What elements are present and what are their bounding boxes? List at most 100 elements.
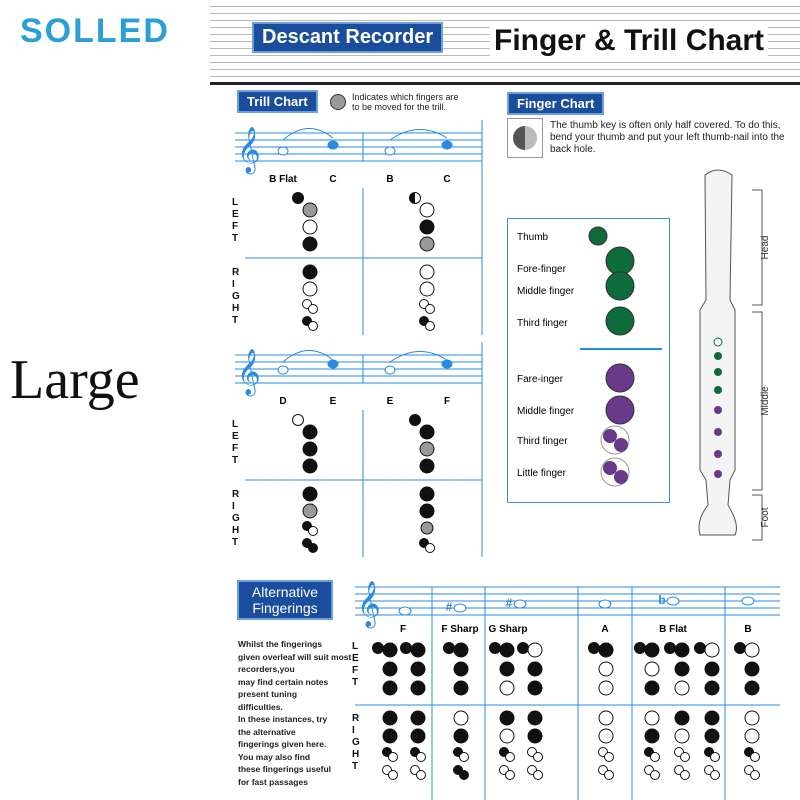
accidental-icon: # — [506, 596, 513, 610]
trill-right-hand-label-1: RIGHT — [232, 267, 240, 326]
hole-icon — [744, 728, 760, 744]
hole-icon — [527, 728, 543, 744]
half-thumb-icon — [507, 118, 543, 158]
hole-icon — [302, 219, 318, 235]
recorder-label-head: Head — [760, 236, 771, 260]
hole-icon — [644, 661, 660, 677]
slur — [389, 129, 448, 141]
note-label: B Flat — [269, 174, 297, 185]
alt-note-label: G Sharp — [489, 624, 528, 635]
hole-icon — [419, 424, 435, 440]
trill-hole-icon — [419, 441, 435, 457]
alt-text-line: In these instances, try — [238, 714, 328, 724]
hole-icon — [644, 728, 660, 744]
hole-icon — [292, 192, 304, 204]
double-hole-icon — [680, 770, 690, 780]
note-icon — [327, 359, 339, 369]
finger-legend-left-3: Third finger — [517, 318, 568, 329]
note-icon — [384, 365, 396, 375]
note-icon — [398, 606, 412, 616]
note-icon — [441, 140, 453, 150]
hole-icon — [302, 424, 318, 440]
hole-icon — [664, 642, 676, 654]
finger-hole-icon — [588, 226, 608, 246]
finger-hole-icon — [605, 306, 635, 336]
brand-logo: SOLLED — [20, 12, 170, 50]
double-hole-icon — [603, 429, 617, 443]
finger-legend-left-2: Middle finger — [517, 286, 575, 297]
hole-icon — [499, 680, 515, 696]
hole-icon — [419, 503, 435, 519]
hole-icon — [598, 710, 614, 726]
hole-icon — [734, 642, 746, 654]
hole-icon — [694, 642, 706, 654]
trill-hole-icon — [302, 503, 318, 519]
trill-hole-icon — [420, 521, 434, 535]
alt-text-line: present tuning — [238, 689, 298, 699]
double-hole-icon — [710, 752, 720, 762]
hole-icon — [419, 281, 435, 297]
hole-icon — [704, 710, 720, 726]
hole-icon — [302, 264, 318, 280]
double-hole-icon — [308, 321, 318, 331]
hole-icon — [400, 642, 412, 654]
finger-legend-right-2: Third finger — [517, 436, 568, 447]
hole-icon — [674, 710, 690, 726]
hole-icon — [419, 264, 435, 280]
double-hole-icon — [604, 770, 614, 780]
hole-icon — [704, 642, 720, 658]
hole-icon — [527, 680, 543, 696]
hole-icon — [382, 728, 398, 744]
hole-icon — [644, 680, 660, 696]
double-hole-icon — [603, 461, 617, 475]
alternative-fingerings-label: Alternative Fingerings — [237, 580, 333, 620]
double-hole-icon — [533, 770, 543, 780]
hole-icon — [744, 642, 760, 658]
hole-icon — [372, 642, 384, 654]
hole-icon — [419, 486, 435, 502]
hole-icon — [453, 728, 469, 744]
double-hole-icon — [650, 752, 660, 762]
double-hole-icon — [388, 770, 398, 780]
note-icon — [741, 596, 755, 606]
recorder-label-foot: Foot — [760, 507, 771, 527]
half-hole-icon — [409, 192, 415, 204]
hole-icon — [644, 710, 660, 726]
hole-icon — [499, 661, 515, 677]
double-hole-icon — [650, 770, 660, 780]
finger-legend-right-3: Little finger — [517, 468, 567, 479]
double-hole-icon — [388, 752, 398, 762]
trill-legend-icon — [330, 94, 346, 110]
trill-staff: 𝄞 — [235, 127, 482, 175]
alt-text-line: fingerings given here. — [238, 739, 327, 749]
recorder-hole-icon — [714, 470, 722, 478]
hole-icon — [674, 728, 690, 744]
hole-icon — [410, 661, 426, 677]
hole-icon — [674, 661, 690, 677]
double-hole-icon — [505, 770, 515, 780]
trill-right-hand-label-2: RIGHT — [232, 489, 240, 548]
hole-icon — [410, 728, 426, 744]
trill-chart-label: Trill Chart — [237, 90, 318, 113]
hole-icon — [704, 680, 720, 696]
hole-icon — [453, 642, 469, 658]
thumb-note: The thumb key is often only half covered… — [550, 120, 785, 155]
hole-icon — [382, 710, 398, 726]
double-hole-icon — [416, 752, 426, 762]
recorder-hole-icon — [714, 386, 722, 394]
hole-icon — [744, 710, 760, 726]
hole-icon — [674, 680, 690, 696]
double-hole-icon — [416, 770, 426, 780]
alt-left-hand-label: LEFT — [352, 641, 359, 688]
hole-icon — [443, 642, 455, 654]
hole-icon — [302, 236, 318, 252]
accidental-icon: b — [658, 593, 665, 607]
note-icon — [598, 599, 612, 609]
trill-left-hand-label-2: LEFT — [232, 419, 239, 466]
hole-icon — [382, 680, 398, 696]
hole-icon — [302, 441, 318, 457]
double-hole-icon — [425, 321, 435, 331]
trill-hole-icon — [302, 202, 318, 218]
